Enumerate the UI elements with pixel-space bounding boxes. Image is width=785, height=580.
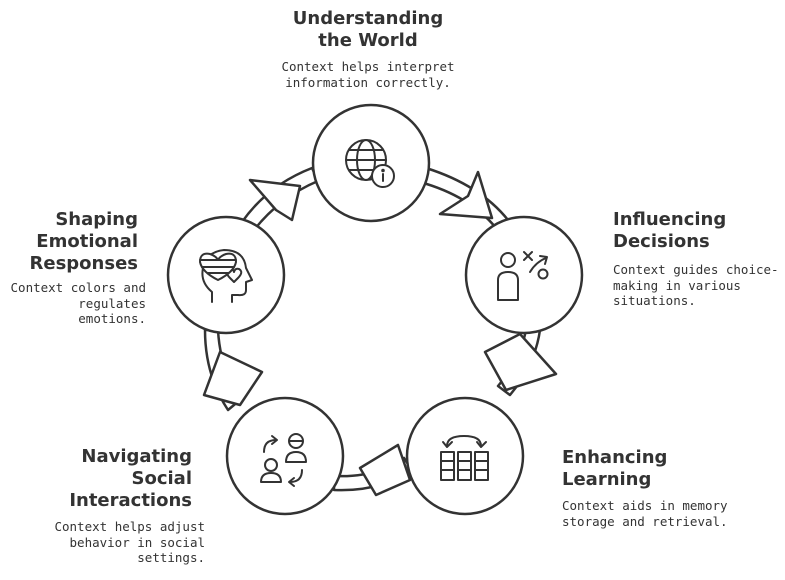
stage-desc-influencing: Context guides choice- making in various… [613,262,779,308]
head-heart-icon [199,249,253,303]
people-exchange-icon [260,433,307,487]
person-strategy-icon [497,251,549,301]
circle-learning [405,396,525,516]
circle-understanding [311,103,431,223]
circle-social [225,396,345,516]
memory-blocks-icon [440,435,489,481]
stage-desc-emotional: Context colors and regulates emotions. [10,280,146,326]
arrow-to-social [358,443,412,497]
globe-info-icon [345,139,395,188]
circle-influencing [464,215,584,335]
arrow-to-learning [483,332,558,392]
stage-title-understanding: Understanding the World [292,8,444,51]
stage-title-learning: Enhancing Learning [562,447,668,490]
arrow-to-emotional [202,350,264,407]
stage-title-social: Navigating Social Interactions [69,446,192,511]
arrow-to-world [248,178,302,222]
stage-desc-social: Context helps adjust behavior in social … [54,519,205,565]
stage-title-influencing: Influencing Decisions [613,209,727,252]
stage-desc-understanding: Context helps interpret information corr… [281,59,455,90]
arrow-to-decisions [438,170,494,220]
stage-title-emotional: Shaping Emotional Responses [29,209,138,274]
stage-desc-learning: Context aids in memory storage and retri… [562,498,728,529]
